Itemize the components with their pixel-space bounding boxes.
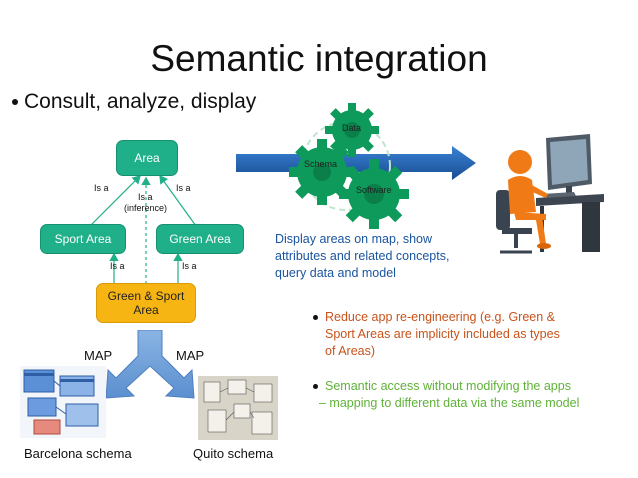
gear-label-schema: Schema <box>304 159 338 169</box>
edge-label-is-a-inference: Is a <box>138 192 153 202</box>
gear-icon <box>325 103 379 157</box>
bullet-dot <box>313 315 318 321</box>
bullet-dot <box>313 384 318 390</box>
edge-label-is-a-lower-right: Is a <box>182 261 197 271</box>
bullet-line: – mapping to different data via the same… <box>319 396 580 410</box>
gear-label-software: Software <box>356 185 392 195</box>
bullet-reengineering: Reduce app re-engineering (e.g. Green & … <box>313 309 560 360</box>
slide-title: Semantic integration <box>150 38 488 79</box>
bullet-line: Semantic access without modifying the ap… <box>325 379 571 393</box>
schema-thumbnail-icon <box>198 376 278 440</box>
caption-line: Display areas on map, show <box>275 232 433 246</box>
split-arrow-icon <box>105 330 195 399</box>
edge-label-is-a-lower-left: Is a <box>110 261 125 271</box>
main-bullet: Consult, analyze, display <box>12 90 256 114</box>
schema-label-barcelona: Barcelona schema <box>24 446 132 461</box>
bullet-semantic-access: Semantic access without modifying the ap… <box>313 378 579 412</box>
bullet-dot <box>12 99 18 106</box>
caption-line: attributes and related concepts, <box>275 249 450 263</box>
edge-label-is-a-left: Is a <box>94 183 109 193</box>
main-bullet-text: Consult, analyze, display <box>24 90 257 113</box>
edge-label-inference: (inference) <box>124 203 168 213</box>
user-at-computer-icon <box>496 134 604 254</box>
node-sport-area: Sport Area <box>40 224 126 254</box>
gear-cluster <box>301 121 391 211</box>
map-label-left: MAP <box>84 348 113 363</box>
gear-icon <box>339 159 409 229</box>
node-area: Area <box>116 140 178 176</box>
gear-label-data: Data <box>342 123 362 133</box>
caption-block: Display areas on map, show attributes an… <box>275 231 449 282</box>
edge-label-is-a-right: Is a <box>176 183 191 193</box>
caption-line: query data and model <box>275 266 396 280</box>
schema-thumbnail-icon <box>20 366 106 438</box>
bullet-line: Sport Areas are implicity included as ty… <box>325 327 560 341</box>
map-label-right: MAP <box>176 348 205 363</box>
schema-label-quito: Quito schema <box>193 446 274 461</box>
bullet-line: of Areas) <box>325 344 376 358</box>
node-green-area: Green Area <box>156 224 244 254</box>
node-green-sport-area: Green & Sport Area <box>96 283 196 323</box>
gear-icon <box>289 139 355 205</box>
bullet-line: Reduce app re-engineering (e.g. Green & <box>325 310 556 324</box>
